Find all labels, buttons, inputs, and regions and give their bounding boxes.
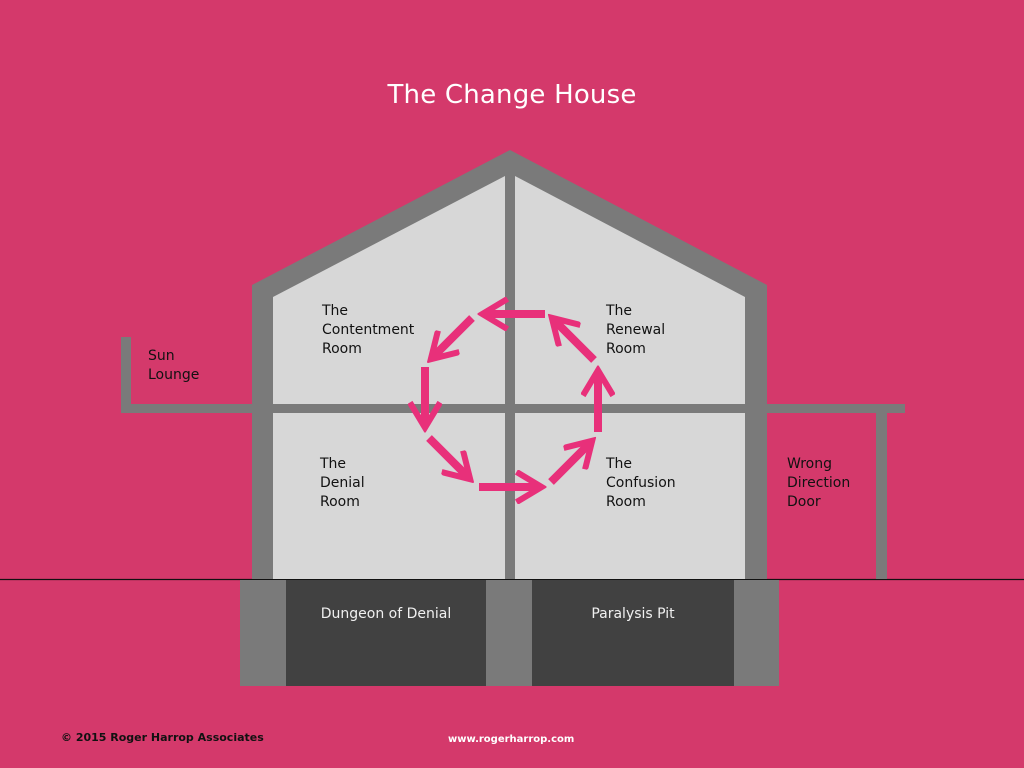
arrow-down-left-icon — [432, 315, 475, 358]
wrong-direction-door-frame — [763, 404, 905, 579]
arrow-up-right-icon — [548, 442, 591, 485]
sun-lounge-frame — [121, 337, 256, 413]
annex-label-wrong-direction-door: Wrong Direction Door — [787, 456, 851, 510]
website-link[interactable]: www.rogerharrop.com — [448, 734, 575, 745]
basement — [240, 580, 779, 686]
dungeon-of-denial-box — [286, 580, 486, 686]
room-contentment — [273, 176, 505, 404]
paralysis-pit-box — [532, 580, 734, 686]
room-renewal — [515, 176, 745, 404]
room-label-renewal: The Renewal Room — [606, 303, 666, 357]
arrow-down-right-icon — [426, 435, 469, 478]
page-title: The Change House — [387, 80, 637, 110]
change-cycle-arrows — [425, 314, 598, 487]
room-confusion — [515, 413, 745, 579]
room-label-confusion: The Confusion Room — [606, 456, 676, 510]
arrow-up-left-icon — [553, 319, 597, 363]
basement-label-paralysis-pit: Paralysis Pit — [591, 606, 675, 622]
basement-label-dungeon-of-denial: Dungeon of Denial — [320, 606, 452, 622]
room-label-denial: The Denial Room — [320, 456, 365, 510]
room-label-contentment: The Contentment Room — [322, 303, 415, 357]
room-denial — [273, 413, 505, 579]
copyright-text: © 2015 Roger Harrop Associates — [61, 731, 264, 744]
annex-label-sun-lounge: Sun Lounge — [148, 348, 200, 383]
